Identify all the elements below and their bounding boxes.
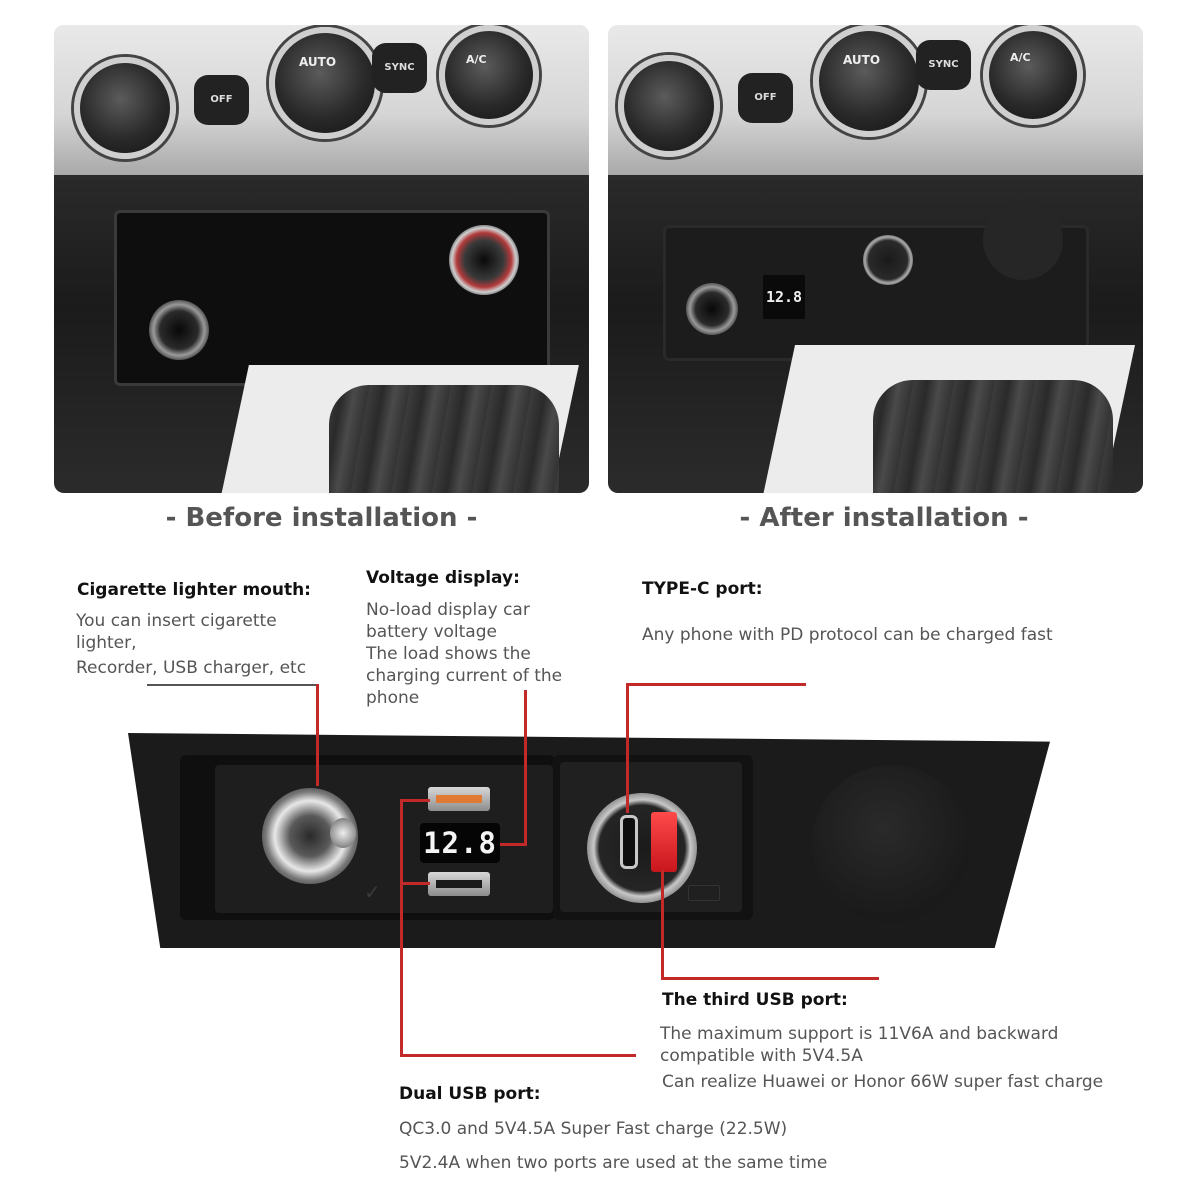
- ac-label: A/C: [1010, 51, 1031, 64]
- lighter-callout-line: [316, 684, 319, 786]
- check-mark-icon: ✓: [364, 880, 381, 904]
- sync-button-graphic: SYNC: [372, 43, 427, 93]
- voltage-callout-text: No-load display car battery voltage The …: [366, 600, 563, 708]
- third-usb-port: [651, 812, 677, 872]
- lighter-callout-title: Cigarette lighter mouth:: [77, 580, 311, 600]
- installed-pd-socket: [863, 235, 913, 285]
- type-c-port: [620, 815, 638, 869]
- lighter-socket-contact: [330, 818, 356, 848]
- typec-callout-line-vertical: [626, 683, 629, 813]
- auto-label: AUTO: [299, 55, 337, 69]
- usb-port-bottom: [428, 872, 490, 896]
- dual-usb-callout-line-bottom: [400, 882, 430, 885]
- usb-port-qc3-top: [428, 787, 490, 811]
- third-usb-callout-line-horizontal: [661, 977, 879, 980]
- third-usb-callout-title: The third USB port:: [662, 990, 848, 1010]
- socket-cover-tab: [688, 885, 720, 901]
- pd-charger-socket: [587, 793, 697, 903]
- gear-shifter-boot: [873, 380, 1113, 493]
- climate-knob-left: [74, 57, 176, 159]
- dual-usb-callout-text: QC3.0 and 5V4.5A Super Fast charge (22.5…: [399, 1119, 828, 1173]
- before-installation-caption: - Before installation -: [165, 503, 478, 533]
- typec-callout-text: Any phone with PD protocol can be charge…: [642, 625, 1053, 645]
- lighter-callout-text: You can insert cigarette lighter, Record…: [76, 611, 307, 678]
- climate-knob-ac: [983, 25, 1083, 125]
- off-button-graphic: OFF: [194, 75, 249, 125]
- auto-label: AUTO: [843, 53, 881, 67]
- typec-callout-line-horizontal: [626, 683, 806, 686]
- dual-usb-callout-line-horizontal: [400, 1054, 636, 1057]
- after-installation-caption: - After installation -: [739, 503, 1029, 533]
- before-installation-photo: AUTO A/C OFF SYNC: [54, 25, 589, 493]
- installed-voltage-display: 12.8: [763, 275, 805, 319]
- original-red-lighter: [449, 225, 519, 295]
- voltage-callout-title: Voltage display:: [366, 568, 520, 588]
- off-button-graphic: OFF: [738, 73, 793, 123]
- dual-usb-callout-line-top: [400, 799, 430, 802]
- dual-usb-callout-title: Dual USB port:: [399, 1084, 541, 1104]
- installed-lighter-socket: [686, 283, 738, 335]
- original-lighter-socket: [149, 300, 209, 360]
- voltage-callout-line-horizontal: [500, 843, 527, 846]
- climate-knob-left: [618, 55, 720, 157]
- ac-label: A/C: [466, 53, 487, 66]
- wireless-charging-pad: [812, 765, 970, 923]
- climate-knob-ac: [439, 25, 539, 125]
- third-usb-callout-text: The maximum support is 11V6A and backwar…: [660, 1024, 1104, 1092]
- lighter-callout-underline: [147, 684, 319, 686]
- climate-knob-auto: [813, 25, 925, 137]
- wireless-charge-pad: [983, 200, 1063, 280]
- voltage-callout-line-vertical: [524, 690, 527, 845]
- climate-knob-auto: [269, 27, 381, 139]
- dual-usb-callout-line-vertical: [400, 799, 403, 1057]
- gear-shifter-boot: [329, 385, 559, 493]
- third-usb-callout-line-vertical: [661, 870, 664, 980]
- voltage-display: 12.8: [420, 823, 500, 863]
- typec-callout-title: TYPE-C port:: [642, 579, 763, 599]
- sync-button-graphic: SYNC: [916, 40, 971, 90]
- after-installation-photo: AUTO A/C OFF SYNC 12.8: [608, 25, 1143, 493]
